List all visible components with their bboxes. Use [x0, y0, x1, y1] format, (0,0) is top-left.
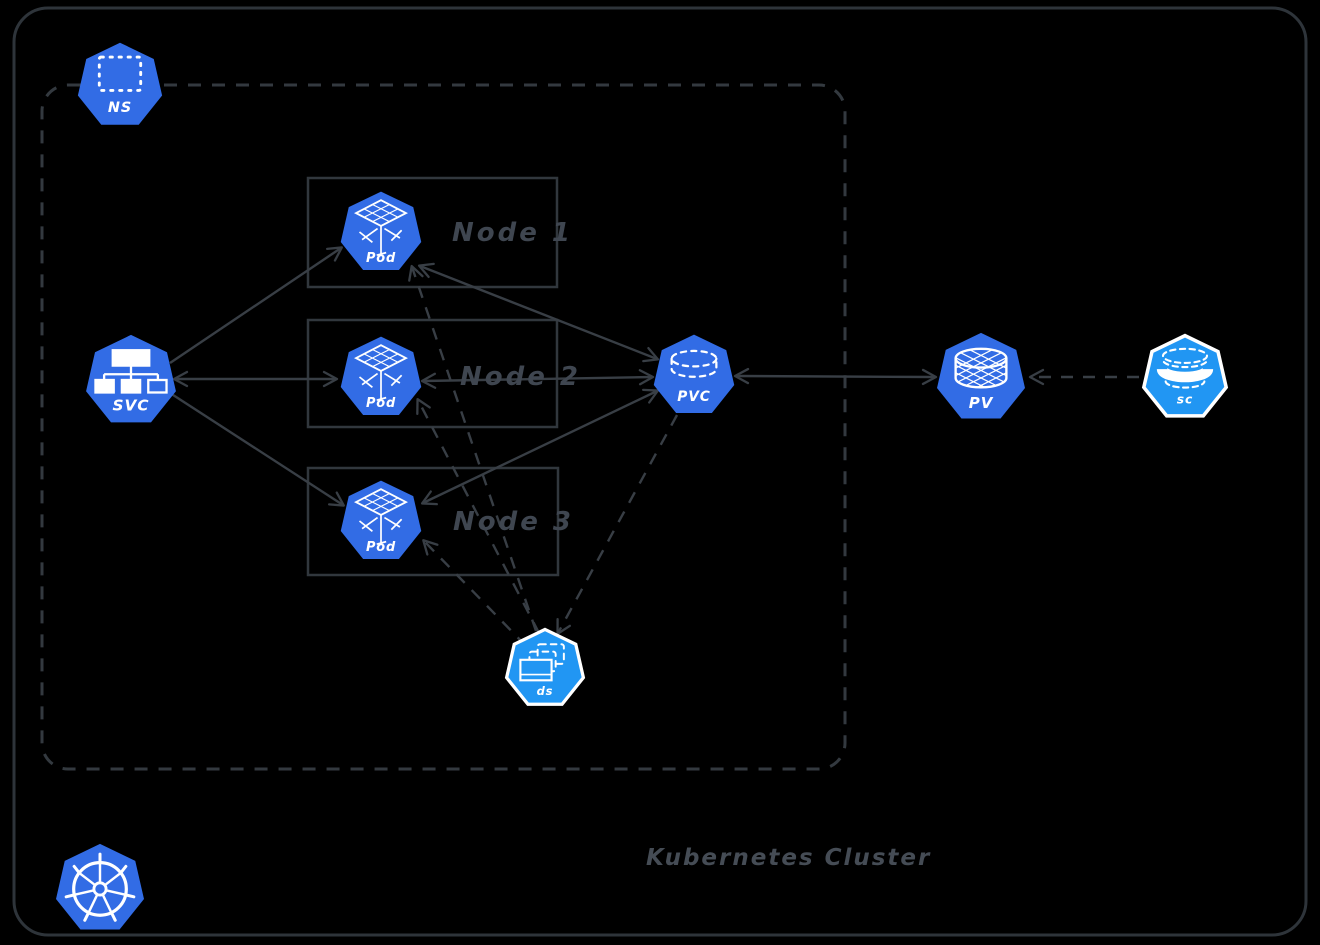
- storage-class-stack-glyph: [1156, 347, 1214, 389]
- node-3-label: Node 3: [453, 507, 575, 537]
- pod-label: Pod: [366, 251, 396, 266]
- pvc-dashed-cylinder-glyph: [670, 349, 718, 378]
- service-icon: SVC: [83, 332, 179, 428]
- cluster-title: Kubernetes Cluster: [646, 845, 932, 871]
- arrow-pvc-pv: [733, 367, 938, 386]
- storage-class-label: sc: [1177, 392, 1193, 406]
- namespace-dotted-square: [97, 55, 143, 92]
- cluster-boundary: [12, 6, 1308, 937]
- pod-label: Pod: [366, 396, 396, 411]
- arrow-pod-3-pvc: [420, 388, 660, 506]
- arrow-pvc-to-ds-dashed: [556, 414, 679, 636]
- pod-label: Pod: [366, 540, 396, 555]
- service-label: SVC: [112, 397, 149, 415]
- storage-class-icon: sc: [1141, 333, 1229, 421]
- pvc-label: PVC: [677, 389, 710, 405]
- daemonset-rects-glyph: [519, 643, 565, 682]
- namespace-boundary: [40, 83, 847, 771]
- node-1-label: Node 1: [452, 218, 574, 248]
- arrow-pod-1-pvc: [417, 262, 660, 363]
- pv-cylinder-glyph: [954, 347, 1008, 389]
- node-2-label: Node 2: [460, 362, 582, 392]
- kubernetes-logo-icon: [53, 841, 147, 935]
- service-tree-glyph: [94, 349, 168, 394]
- pod-glyph: [354, 199, 408, 257]
- pod-glyph: [354, 488, 408, 546]
- pvc-icon: PVC: [651, 332, 737, 418]
- arrow-pod-2-pvc: [420, 369, 655, 389]
- namespace-label: NS: [108, 100, 132, 116]
- arrow-ds-to-pod-1-dashed: [408, 264, 538, 632]
- arrow-svc-to-pod-1: [169, 246, 343, 364]
- pv-icon: PV: [934, 330, 1028, 424]
- daemonset-label: ds: [537, 684, 554, 698]
- helm-wheel-glyph: [64, 852, 136, 922]
- pod-icon-2: Pod: [338, 334, 424, 420]
- pod-icon-3: Pod: [338, 478, 424, 564]
- arrow-ds-to-pod-3-dashed: [422, 539, 527, 647]
- arrow-svc-to-pod-3: [169, 391, 345, 507]
- namespace-icon: NS: [74, 40, 166, 130]
- pod-glyph: [354, 344, 408, 402]
- pod-icon-1: Pod: [338, 189, 424, 275]
- daemonset-icon: ds: [504, 627, 586, 709]
- pv-label: PV: [969, 394, 994, 412]
